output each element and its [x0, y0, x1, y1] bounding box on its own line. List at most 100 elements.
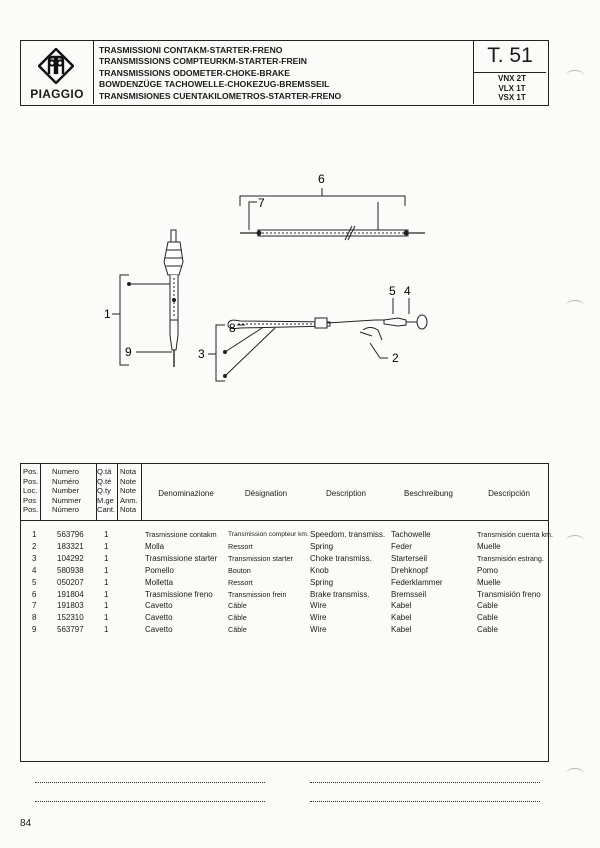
header-nota: Nota Note Note Anm. Nota: [120, 467, 138, 515]
cell-fr: Transmission frein: [228, 589, 287, 599]
cell-en: Spring: [310, 577, 334, 587]
cell-en: Choke transmiss.: [310, 553, 372, 563]
header-denominazione: Denominazione: [158, 489, 214, 498]
cell-de: Federklammer: [391, 577, 443, 587]
bracket-1: [119, 274, 129, 366]
cell-it: Cavetto: [145, 613, 173, 623]
cell-pos: 1: [32, 530, 37, 539]
cell-es: Muelle: [477, 577, 501, 587]
cell-it: Molletta: [145, 577, 174, 587]
piaggio-logo-icon: [38, 48, 74, 84]
cell-de: Kabel: [391, 613, 412, 623]
header-text: Pos: [23, 495, 37, 505]
cell-pos: 7: [32, 601, 37, 611]
cell-part-number: 563797: [57, 625, 84, 635]
dotted-line: [310, 801, 540, 802]
dotted-line: [35, 782, 265, 783]
cell-en: Wire: [310, 601, 327, 611]
punch-hole: [566, 300, 584, 311]
title-block: TRASMISSIONI CONTAKM-STARTER-FRENO TRANS…: [99, 45, 469, 102]
cell-qty: 1: [104, 613, 109, 623]
callout-4: 4: [404, 284, 411, 298]
cell-es: Cable: [477, 625, 498, 635]
cell-it: Trasmissione starter: [145, 553, 218, 563]
parts-table: Pos. Pos. Loc. Pos Pos. Numero Numéro Nu…: [20, 463, 553, 762]
header-beschreibung: Beschreibung: [404, 489, 453, 498]
header-text: Anm.: [120, 495, 138, 505]
cell-it: Trasmissione contakm: [145, 530, 217, 539]
cell-de: Feder: [391, 541, 412, 551]
header-text: Q.té: [97, 476, 112, 486]
cell-it: Trasmissione freno: [145, 589, 213, 599]
cell-pos: 5: [32, 577, 37, 587]
cell-es: Transmisión estrang.: [477, 553, 544, 563]
cell-es: Cable: [477, 601, 498, 611]
cell-it: Pomello: [145, 565, 174, 575]
cell-es: Pomo: [477, 565, 498, 575]
cell-fr: Ressort: [228, 577, 253, 587]
bracket-7: [248, 201, 257, 210]
brand-name: PIAGGIO: [30, 87, 84, 101]
header-text: M.ge: [97, 495, 114, 505]
header-numero: Numero Numéro Number Nummer Número: [52, 467, 81, 515]
divider: [474, 72, 546, 73]
header-text: Number: [52, 486, 80, 496]
cell-it: Molla: [145, 541, 165, 551]
title-en: TRANSMISSIONS ODOMETER-CHOKE-BRAKE: [99, 67, 290, 78]
header-text: Note: [120, 476, 137, 486]
callout-7: 7: [258, 196, 265, 210]
punch-hole: [566, 535, 584, 546]
cell-de: Kabel: [391, 601, 412, 611]
logo-box: PIAGGIO: [21, 41, 94, 104]
cell-es: Transmisión cuenta km.: [477, 530, 554, 539]
header-text: Numéro: [52, 476, 80, 486]
choke-cable: [227, 314, 428, 341]
bracket-6: [239, 195, 406, 206]
cell-qty: 1: [104, 625, 109, 635]
title-fr: TRANSMISSIONS COMPTEURKM-STARTER-FREIN: [99, 56, 307, 67]
cell-fr: Câble: [228, 601, 247, 611]
callout-2: 2: [392, 351, 399, 365]
cell-pos: 8: [32, 613, 37, 623]
cell-pos: 2: [32, 541, 37, 551]
cell-fr: Transmission compteur km.: [228, 531, 309, 538]
header-text: Note: [120, 486, 137, 496]
header-descripcion: Descripción: [488, 489, 530, 498]
cell-de: Bremsseil: [391, 589, 427, 599]
punch-hole: [566, 70, 584, 81]
col-divider: [141, 464, 142, 521]
cell-it: Cavetto: [145, 601, 173, 611]
cell-fr: Bouton: [228, 565, 251, 575]
cell-part-number: 191803: [57, 601, 84, 611]
cell-pos: 9: [32, 625, 37, 635]
brake-cable: [240, 225, 425, 241]
page-number: 84: [20, 818, 32, 829]
col-divider: [96, 464, 97, 521]
cell-fr: Transmission starter: [228, 553, 293, 563]
dotted-line: [310, 782, 540, 783]
bracket-3: [215, 324, 225, 382]
cell-en: Knob: [310, 565, 329, 575]
title-it: TRASMISSIONI CONTAKM-STARTER-FRENO: [99, 45, 283, 55]
header-description: Description: [325, 489, 366, 498]
title-es: TRANSMISIONES CUENTAKILOMETROS-STARTER-F…: [99, 90, 342, 101]
cell-en: Brake transmiss.: [310, 589, 370, 599]
cell-en: Spring: [310, 541, 334, 551]
header-qty: Q.tà Q.té Q.ty M.ge Cant.: [97, 467, 115, 515]
cell-qty: 1: [104, 589, 109, 599]
cell-en: Speedom. transmiss.: [310, 530, 386, 539]
cell-en: Wire: [310, 625, 327, 635]
callout-3: 3: [198, 347, 205, 361]
header-divider: [21, 520, 548, 521]
dotted-line: [35, 801, 265, 802]
col-divider: [40, 464, 41, 521]
cell-fr: Câble: [228, 613, 247, 623]
model-item: VSX 1T: [498, 93, 526, 103]
header-text: Pos.: [23, 505, 39, 515]
col-divider: [117, 464, 118, 521]
